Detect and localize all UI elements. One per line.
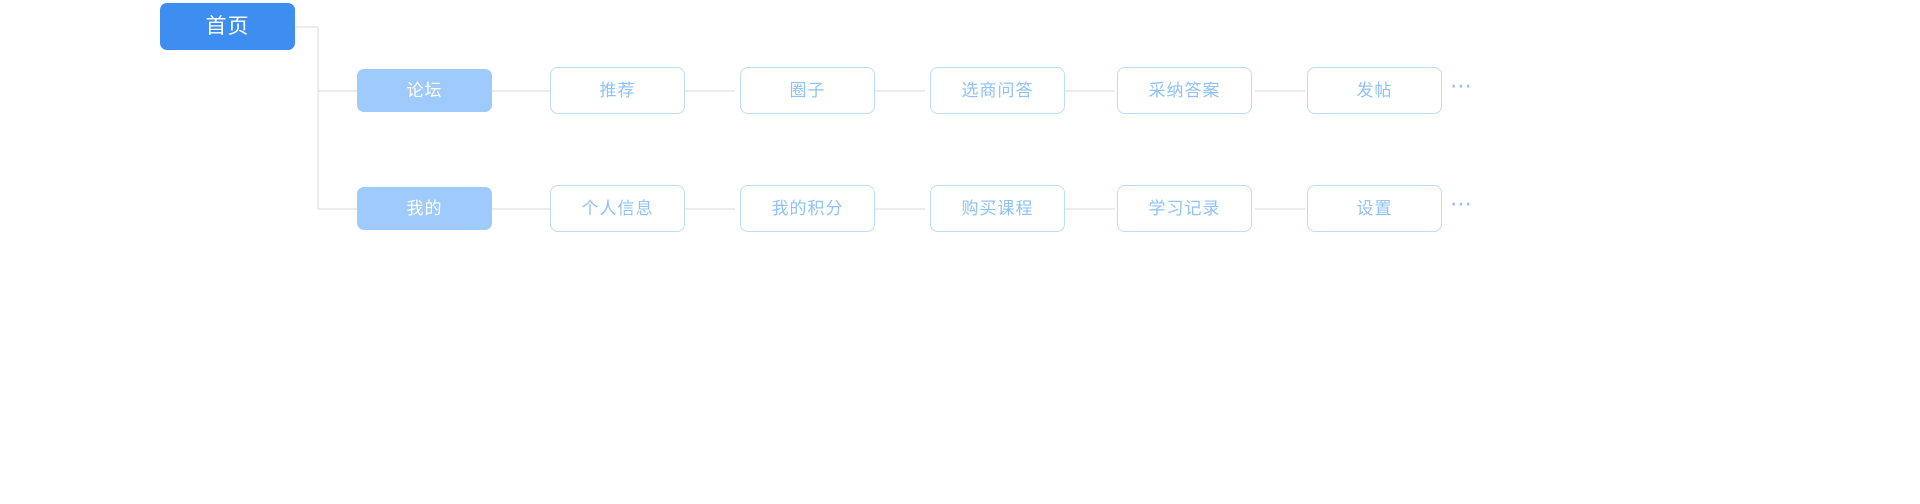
node-leaf-mine-0[interactable]: 个人信息 — [550, 185, 685, 232]
node-leaf-forum-3[interactable]: 采纳答案 — [1117, 67, 1252, 114]
node-branch-forum[interactable]: 论坛 — [357, 69, 492, 112]
node-root-home[interactable]: 首页 — [160, 3, 295, 50]
overflow-ellipsis-icon-mine[interactable]: ⋯ — [1450, 192, 1474, 217]
node-leaf-forum-0[interactable]: 推荐 — [550, 67, 685, 114]
node-leaf-mine-2[interactable]: 购买课程 — [930, 185, 1065, 232]
node-branch-mine[interactable]: 我的 — [357, 187, 492, 230]
node-leaf-mine-3[interactable]: 学习记录 — [1117, 185, 1252, 232]
node-leaf-mine-4[interactable]: 设置 — [1307, 185, 1442, 232]
node-leaf-forum-1[interactable]: 圈子 — [740, 67, 875, 114]
node-leaf-mine-1[interactable]: 我的积分 — [740, 185, 875, 232]
overflow-ellipsis-icon-forum[interactable]: ⋯ — [1450, 74, 1474, 99]
node-leaf-forum-2[interactable]: 选商问答 — [930, 67, 1065, 114]
node-leaf-forum-4[interactable]: 发帖 — [1307, 67, 1442, 114]
